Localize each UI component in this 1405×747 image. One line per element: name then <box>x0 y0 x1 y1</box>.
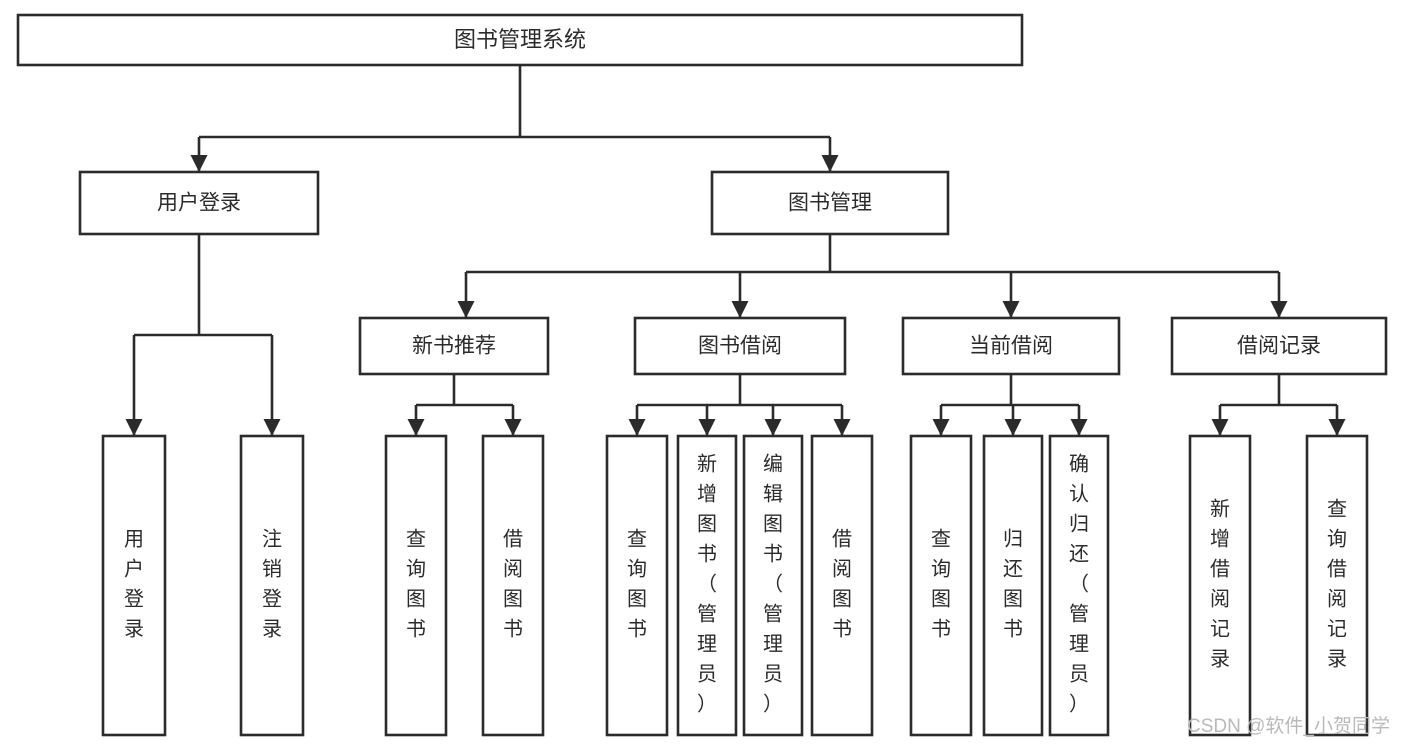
node-user-login[interactable]: 用户登录 <box>78 170 320 236</box>
node-box[interactable] <box>810 434 874 737</box>
node-box[interactable] <box>633 316 847 376</box>
connector-record-to-leaves <box>1211 374 1346 436</box>
arrow-head-icon <box>1211 419 1229 436</box>
node-label: 借阅图书 <box>832 528 852 641</box>
node-box[interactable] <box>1170 316 1388 376</box>
node-box[interactable] <box>384 434 448 737</box>
connector-book-manage-to-l2 <box>457 234 1288 318</box>
node-box[interactable] <box>1188 434 1252 737</box>
connector-root-to-l1 <box>190 65 839 172</box>
node-book-manage[interactable]: 图书管理 <box>710 170 950 236</box>
node-leaf-query-book-2[interactable]: 查询图书 <box>605 434 669 737</box>
arrow-head-icon <box>407 419 425 436</box>
node-label: 借阅图书 <box>503 528 523 641</box>
node-box[interactable] <box>901 316 1121 376</box>
node-book-borrow[interactable]: 图书借阅 <box>633 316 847 376</box>
node-box[interactable] <box>605 434 669 737</box>
node-leaf-return-book[interactable]: 归还图书 <box>982 434 1044 737</box>
connector-current-to-leaves <box>932 374 1088 436</box>
node-current-borrow[interactable]: 当前借阅 <box>901 316 1121 376</box>
node-box[interactable] <box>676 434 738 737</box>
node-label: 图书管理 <box>788 192 872 215</box>
arrow-head-icon <box>504 419 522 436</box>
node-label: 查询借阅记录 <box>1327 498 1347 671</box>
arrow-head-icon <box>190 155 208 172</box>
watermark-text: CSDN @软件_小贺同学 <box>1187 715 1390 737</box>
arrow-head-icon <box>457 301 475 318</box>
node-box[interactable] <box>710 170 950 236</box>
node-leaf-query-book-1[interactable]: 查询图书 <box>384 434 448 737</box>
node-box[interactable] <box>1048 434 1110 737</box>
node-box[interactable] <box>16 13 1024 67</box>
node-box[interactable] <box>982 434 1044 737</box>
node-box[interactable] <box>101 434 167 737</box>
connector-user-login-to-leaves <box>125 234 281 436</box>
node-new-book-recommend[interactable]: 新书推荐 <box>358 316 550 376</box>
arrow-head-icon <box>1328 419 1346 436</box>
node-leaf-edit-book[interactable]: 编辑图书（管理员） <box>742 434 804 737</box>
node-leaf-query-record[interactable]: 查询借阅记录 <box>1305 434 1369 737</box>
node-box[interactable] <box>742 434 804 737</box>
arrow-head-icon <box>932 419 950 436</box>
node-leaf-add-book[interactable]: 新增图书（管理员） <box>676 434 738 737</box>
node-label: 新增图书（管理员） <box>697 453 717 716</box>
node-label: 编辑图书（管理员） <box>763 453 783 716</box>
node-label: 查询图书 <box>627 528 647 641</box>
node-borrow-record[interactable]: 借阅记录 <box>1170 316 1388 376</box>
node-label: 确认归还（管理员） <box>1069 453 1089 716</box>
node-box[interactable] <box>909 434 973 737</box>
node-leaf-add-record[interactable]: 新增借阅记录 <box>1188 434 1252 737</box>
node-leaf-confirm-return[interactable]: 确认归还（管理员） <box>1048 434 1110 737</box>
node-leaf-borrow-book-1[interactable]: 借阅图书 <box>481 434 545 737</box>
node-label: 归还图书 <box>1003 528 1023 641</box>
arrow-head-icon <box>263 419 281 436</box>
node-box[interactable] <box>1305 434 1369 737</box>
node-label: 图书管理系统 <box>454 27 586 52</box>
arrow-head-icon <box>833 419 851 436</box>
node-label: 图书借阅 <box>698 335 782 358</box>
node-label: 用户登录 <box>124 529 144 641</box>
node-box[interactable] <box>78 170 320 236</box>
arrow-head-icon <box>628 419 646 436</box>
arrow-head-icon <box>1070 419 1088 436</box>
connector-borrow-to-leaves <box>628 374 851 436</box>
arrow-head-icon <box>731 301 749 318</box>
node-leaf-query-book-3[interactable]: 查询图书 <box>909 434 973 737</box>
node-label: 查询图书 <box>931 528 951 641</box>
node-label: 用户登录 <box>157 192 241 215</box>
nodes-layer: 图书管理系统用户登录图书管理新书推荐图书借阅当前借阅借阅记录用户登录注销登录查询… <box>16 13 1388 737</box>
node-label: 注销登录 <box>262 528 282 641</box>
node-box[interactable] <box>239 434 305 737</box>
node-box[interactable] <box>358 316 550 376</box>
arrow-head-icon <box>1004 419 1022 436</box>
arrow-head-icon <box>125 419 143 436</box>
node-box[interactable] <box>481 434 545 737</box>
node-label: 当前借阅 <box>969 335 1053 358</box>
arrow-head-icon <box>1002 301 1020 318</box>
node-leaf-logout[interactable]: 注销登录 <box>239 434 305 737</box>
arrow-head-icon <box>764 419 782 436</box>
node-label: 新增借阅记录 <box>1210 498 1230 671</box>
node-label: 新书推荐 <box>412 335 496 358</box>
node-leaf-borrow-book-2[interactable]: 借阅图书 <box>810 434 874 737</box>
arrow-head-icon <box>698 419 716 436</box>
node-leaf-user-login[interactable]: 用户登录 <box>101 434 167 737</box>
node-label: 借阅记录 <box>1237 335 1321 358</box>
connectors-layer <box>125 65 1346 436</box>
arrow-head-icon <box>821 155 839 172</box>
arrow-head-icon <box>1270 301 1288 318</box>
connector-recommend-to-leaves <box>407 374 522 436</box>
node-label: 查询图书 <box>406 528 426 641</box>
node-root-book-management-system[interactable]: 图书管理系统 <box>16 13 1024 67</box>
